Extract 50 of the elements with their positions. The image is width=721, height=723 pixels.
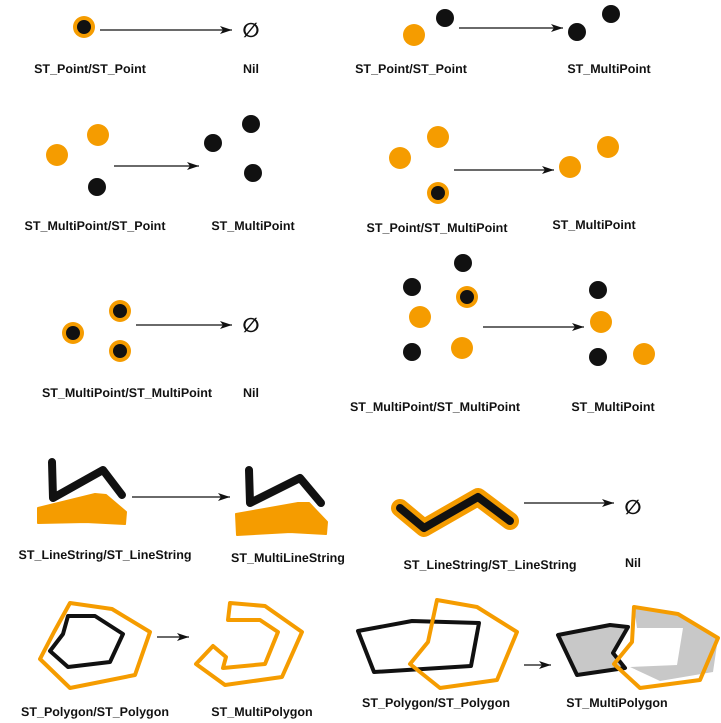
- geometry-drawing: [234, 465, 329, 537]
- geometry-type-label: ST_MultiPoint/ST_Point: [24, 219, 166, 234]
- arrow: [157, 633, 189, 641]
- geometry-type-label: ST_MultiPoint: [552, 218, 636, 233]
- geometry-type-label: ST_Point/ST_Point: [34, 62, 146, 77]
- geometry-drawing: [402, 8, 455, 47]
- geometry-type-label: ST_LineString/ST_LineString: [404, 558, 576, 573]
- arrow: [483, 323, 584, 331]
- arrow: [132, 493, 230, 501]
- empty-set-symbol: ∅: [624, 496, 642, 518]
- geometry-type-label: ST_Polygon/ST_Polygon: [362, 696, 510, 711]
- geometry-type-label: ST_Point/ST_MultiPoint: [366, 221, 508, 236]
- geometry-type-label: ST_MultiPolygon: [566, 696, 668, 711]
- geometry-drawing: [61, 299, 132, 363]
- geometry-drawing: [203, 114, 263, 183]
- geometry-drawing: [567, 4, 621, 42]
- geometry-drawing: [588, 280, 656, 367]
- geometry-type-label: ST_MultiPolygon: [211, 705, 313, 720]
- geometry-drawing: [555, 604, 721, 691]
- geometry-type-label: ST_Point/ST_Point: [355, 62, 467, 77]
- geometry-drawing: [45, 123, 110, 197]
- empty-set-symbol: ∅: [242, 19, 260, 41]
- arrow: [114, 162, 199, 170]
- result-label: Nil: [243, 62, 259, 77]
- geometry-type-label: ST_MultiPoint/ST_MultiPoint: [42, 386, 212, 401]
- geometry-type-label: ST_MultiPoint/ST_MultiPoint: [350, 400, 520, 415]
- result-label: Nil: [625, 556, 641, 571]
- arrow: [100, 26, 232, 34]
- geometry-type-label: ST_LineString/ST_LineString: [18, 548, 192, 563]
- arrow: [454, 166, 554, 174]
- geometry-type-label: ST_Polygon/ST_Polygon: [21, 705, 169, 720]
- geometry-drawing: [558, 135, 620, 179]
- geometry-drawing: [355, 597, 520, 691]
- result-label: Nil: [243, 386, 259, 401]
- geometry-type-label: ST_MultiPoint: [211, 219, 295, 234]
- geometry-type-label: ST_MultiLineString: [231, 551, 345, 566]
- geometry-drawing: [193, 600, 305, 688]
- arrow: [524, 499, 614, 507]
- geometry-drawing: [36, 457, 128, 526]
- geometry-type-label: ST_MultiPoint: [567, 62, 651, 77]
- geometry-drawing: [390, 487, 520, 538]
- empty-set-symbol: ∅: [242, 314, 260, 336]
- geometry-drawing: [72, 15, 96, 39]
- geometry-drawing: [37, 600, 153, 691]
- arrow: [136, 321, 232, 329]
- geometry-drawing: [402, 253, 479, 362]
- geometry-type-label: ST_MultiPoint: [571, 400, 655, 415]
- arrow: [459, 24, 563, 32]
- arrow: [524, 661, 551, 669]
- geometry-drawing: [388, 125, 450, 205]
